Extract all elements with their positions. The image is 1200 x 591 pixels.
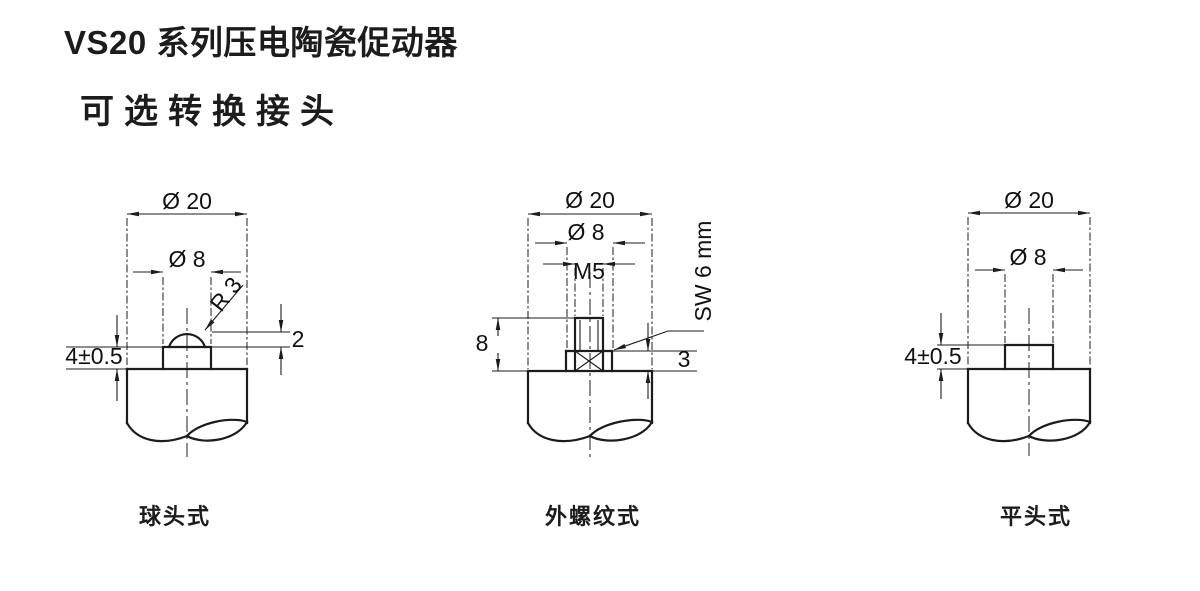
dim-step-height-4: 4±0.5 [904, 313, 1005, 399]
break-curve [526, 421, 592, 443]
label-step-height: 4±0.5 [904, 343, 961, 369]
break-curve [966, 421, 1031, 443]
label-wrench-sw6: SW 6 mm [690, 221, 716, 322]
extension-lines [126, 218, 248, 365]
label-diameter-8: Ø 8 [1009, 244, 1046, 270]
dim-hex-height-3: 3 [612, 323, 697, 399]
leader-line [204, 284, 244, 331]
page-subtitle: 可选转换接头 [80, 93, 344, 131]
leader-line [613, 330, 704, 351]
label-diameter-20: Ø 20 [565, 187, 615, 213]
dim-diameter-20: Ø 20 [127, 188, 247, 217]
label-diameter-20: Ø 20 [1004, 187, 1054, 213]
dim-diameter-8: Ø 8 [975, 244, 1083, 273]
label-tip-height: 2 [292, 326, 305, 352]
label-diameter-8: Ø 8 [567, 219, 604, 245]
label-hex-height: 3 [678, 346, 691, 372]
dim-diameter-8: Ø 8 [535, 219, 645, 246]
break-curve [185, 420, 249, 442]
dim-stud-height-8: 8 [476, 317, 575, 372]
break-curve [185, 418, 249, 438]
caption-external-thread: 外螺纹式 [544, 504, 642, 529]
label-step-height: 4±0.5 [65, 343, 122, 369]
drawing-flat-head: Ø 20 Ø 8 4±0.5 [904, 187, 1092, 456]
hex-flat-cross [574, 350, 604, 372]
drawing-external-thread: Ø 20 Ø 8 M5 8 3 SW 6 mm [476, 187, 716, 457]
dim-thread-m5: M5 [543, 258, 635, 284]
break-curve [1027, 420, 1092, 442]
break-curve [1027, 418, 1092, 438]
label-thread-m5: M5 [573, 258, 605, 284]
dome-arc [167, 332, 207, 349]
label-diameter-20: Ø 20 [162, 188, 212, 214]
dim-step-height-4: 4±0.5 [65, 315, 163, 401]
break-curve [588, 418, 654, 438]
stud-outline [573, 316, 605, 353]
drawing-ball-head: Ø 20 Ø 8 R 3 2 4±0.5 [65, 188, 304, 457]
dim-diameter-8: Ø 8 [133, 246, 241, 275]
caption-ball-head: 球头式 [138, 504, 212, 529]
dim-diameter-20: Ø 20 [528, 187, 652, 217]
dim-wrench-sw6: SW 6 mm [613, 221, 716, 351]
dim-tip-height-2: 2 [211, 304, 304, 375]
extension-lines [967, 217, 1091, 366]
label-diameter-8: Ø 8 [168, 246, 205, 272]
break-curve [588, 420, 654, 442]
body-outline [526, 316, 654, 443]
dim-diameter-20: Ø 20 [968, 187, 1090, 216]
label-stud-height: 8 [476, 330, 489, 356]
body-outline [125, 332, 249, 443]
caption-flat-head: 平头式 [999, 504, 1073, 529]
page-title: VS20 系列压电陶瓷促动器 [64, 24, 458, 61]
break-curve [125, 421, 189, 443]
